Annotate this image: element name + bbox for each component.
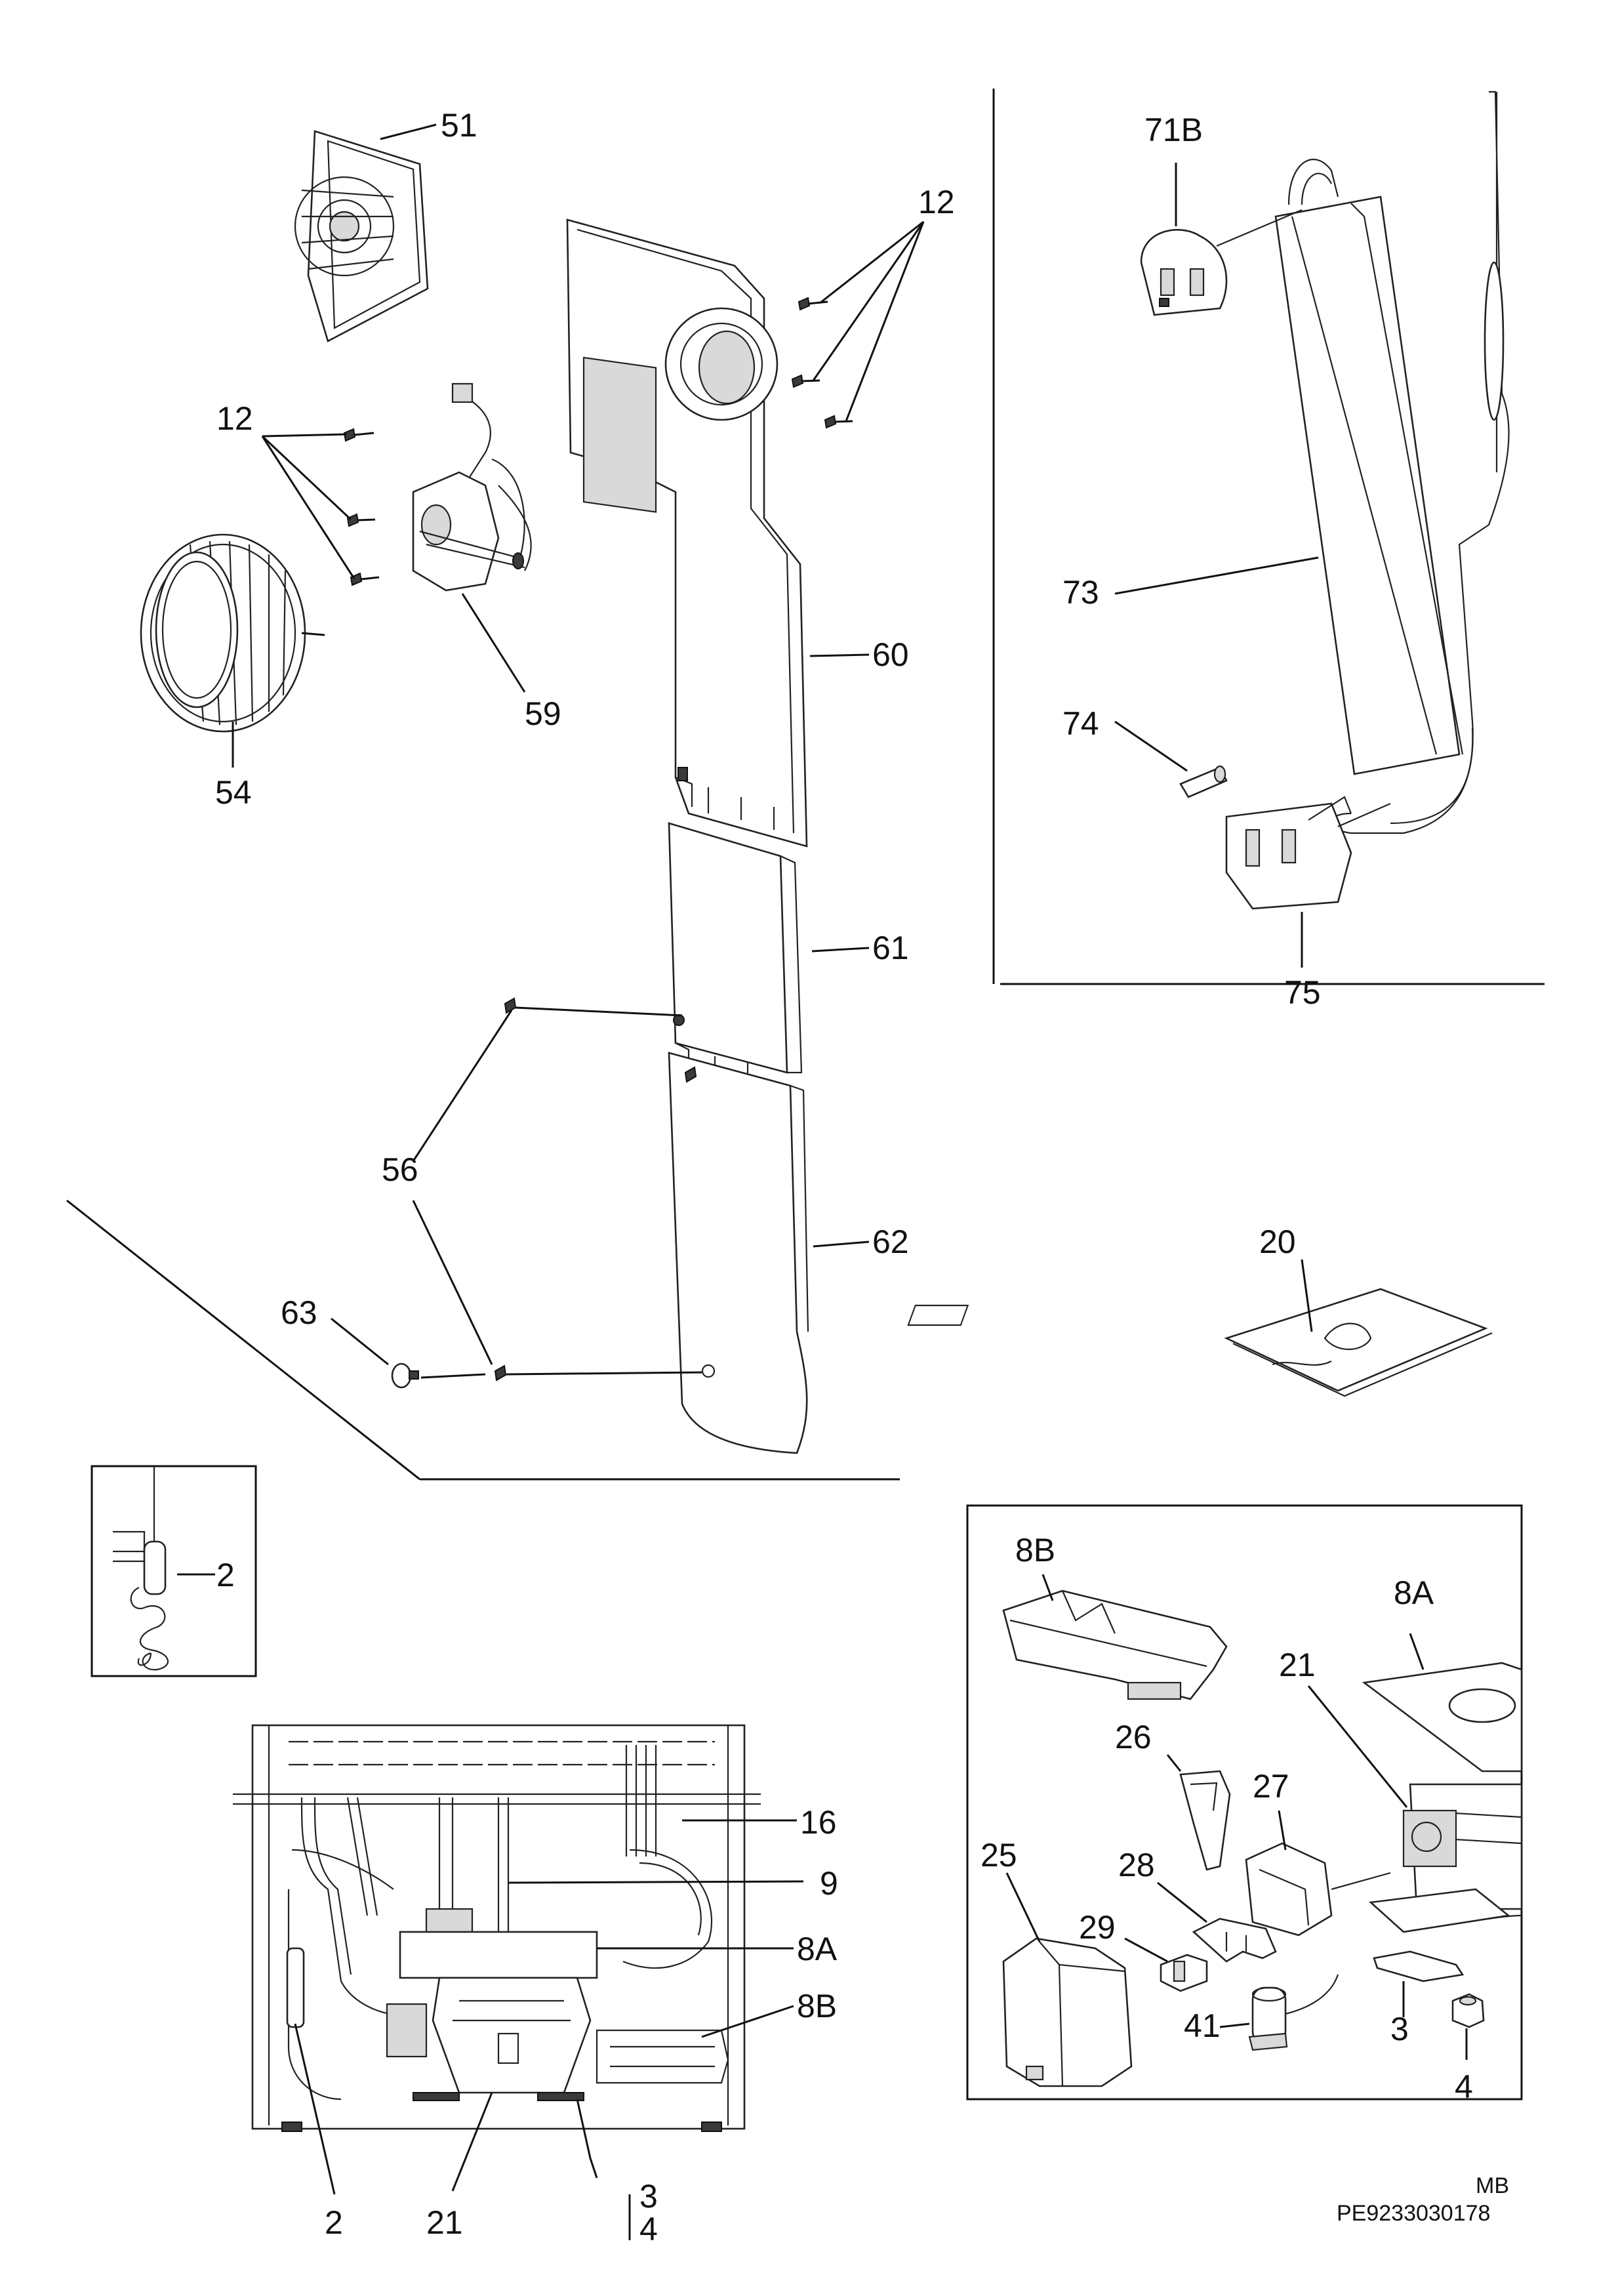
leader-12-right <box>812 220 925 422</box>
drawing-code-number: PE9233030178 <box>1337 2201 1490 2226</box>
label-75: 75 <box>1284 974 1321 1011</box>
label-74: 74 <box>1062 705 1099 742</box>
inset-thermostat-bulb <box>91 1465 257 1677</box>
label-25: 25 <box>981 1837 1017 1874</box>
label-2-bottom: 2 <box>325 2204 343 2241</box>
label-3-detail: 3 <box>1390 2011 1409 2047</box>
label-60: 60 <box>872 636 909 673</box>
label-21: 21 <box>426 2204 463 2241</box>
fan-shroud-54 <box>140 533 325 733</box>
label-62: 62 <box>872 1223 909 1260</box>
bracket-75 <box>1225 796 1391 910</box>
plate-3 <box>1373 1950 1465 1982</box>
relay-cover-26 <box>1179 1770 1231 1871</box>
label-59: 59 <box>525 695 561 732</box>
back-panel-60 <box>566 218 808 848</box>
label-61: 61 <box>872 930 909 966</box>
bracket-28 <box>1192 1917 1277 1963</box>
compressor-8a-21 <box>1362 1662 1523 1933</box>
clip-29 <box>1160 1954 1208 1992</box>
label-20: 20 <box>1259 1223 1296 1260</box>
relay-27 <box>1245 1842 1391 1937</box>
label-8b: 8B <box>797 1988 837 2024</box>
clip-74 <box>1179 765 1228 798</box>
label-2-inset: 2 <box>216 1557 235 1593</box>
screw-56-and-plug-63 <box>391 1363 702 1389</box>
label-41: 41 <box>1184 2007 1221 2044</box>
label-56: 56 <box>382 1151 418 1188</box>
evaporator-73 <box>1216 91 1510 834</box>
manual-booklet-20 <box>907 1288 1493 1397</box>
label-4: 4 <box>639 2211 658 2247</box>
fan-motor-59 <box>412 382 532 592</box>
label-73: 73 <box>1062 574 1099 611</box>
label-8a-detail: 8A <box>1394 1574 1434 1611</box>
label-9: 9 <box>820 1865 838 1902</box>
panel-61 <box>668 822 803 1082</box>
bracket-71b <box>1140 229 1228 316</box>
label-51: 51 <box>441 107 477 144</box>
label-12-left: 12 <box>216 400 253 437</box>
leader-12-left <box>261 433 355 579</box>
drawing-code-mb: MB <box>1476 2173 1509 2198</box>
nut-4 <box>1451 1993 1485 2028</box>
label-28: 28 <box>1118 1847 1155 1883</box>
label-4-detail: 4 <box>1455 2068 1473 2105</box>
fan-grille-51 <box>294 130 429 342</box>
label-63: 63 <box>281 1294 317 1331</box>
label-8a: 8A <box>797 1931 838 1967</box>
capacitor-41 <box>1248 1974 1339 2051</box>
label-71b: 71B <box>1144 112 1203 148</box>
separator-lines <box>66 89 1545 1481</box>
screws-12-left <box>343 428 380 586</box>
label-21-detail: 21 <box>1279 1647 1316 1683</box>
label-3: 3 <box>639 2178 658 2215</box>
label-54: 54 <box>215 774 252 811</box>
label-26: 26 <box>1115 1719 1152 1755</box>
label-16: 16 <box>800 1804 837 1841</box>
tray-8b <box>1002 1589 1228 1700</box>
label-12-right: 12 <box>918 184 955 220</box>
compressor-compartment <box>233 1724 761 2132</box>
panel-62 <box>668 1052 809 1454</box>
label-27: 27 <box>1253 1768 1289 1805</box>
label-8b-detail: 8B <box>1015 1532 1055 1568</box>
label-29: 29 <box>1079 1909 1116 1946</box>
cover-25 <box>1002 1937 1133 2087</box>
screws-12-right <box>791 297 853 429</box>
